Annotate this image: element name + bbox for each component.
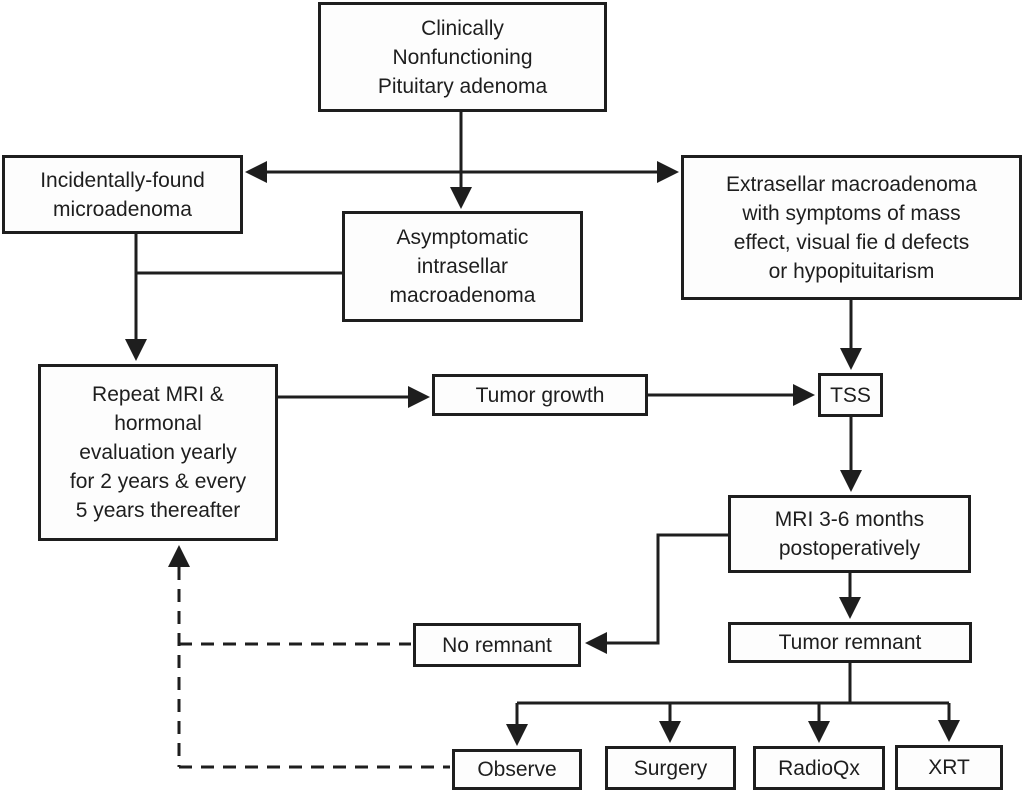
connector-repeatmri-to-tumorgrowth bbox=[278, 386, 430, 408]
connector-dashed-feedback bbox=[168, 545, 450, 769]
arrowhead-right-icon bbox=[793, 384, 815, 406]
node-asymptomatic-intrasellar-macroadenoma: Asymptomatic intrasellar macroadenoma bbox=[342, 211, 583, 322]
node-radioqx: RadioQx bbox=[753, 746, 885, 790]
connector-incidental-to-repeat-mri bbox=[125, 234, 343, 361]
arrowhead-down-icon bbox=[450, 187, 472, 209]
node-repeat-mri-hormonal-evaluation: Repeat MRI & hormonal evaluation yearly … bbox=[38, 364, 278, 541]
arrowhead-left-icon bbox=[245, 161, 267, 183]
arrowhead-down-icon bbox=[506, 724, 528, 746]
connector-mripostop-to-noremnant bbox=[585, 533, 728, 654]
arrowhead-down-icon bbox=[125, 339, 147, 361]
arrowhead-right-icon bbox=[657, 161, 679, 183]
arrowhead-down-icon bbox=[840, 470, 862, 492]
arrowhead-right-icon bbox=[408, 386, 430, 408]
node-incidentally-found-microadenoma: Incidentally-found microadenoma bbox=[2, 155, 243, 234]
arrowhead-down-icon bbox=[808, 721, 830, 743]
connector-tumorremnant-to-options bbox=[506, 663, 960, 746]
connector-tss-to-mripostop bbox=[840, 417, 862, 492]
arrowhead-left-icon bbox=[585, 632, 607, 654]
connector-extrasellar-to-tss bbox=[840, 300, 862, 370]
node-tss: TSS bbox=[818, 373, 883, 417]
arrowhead-up-icon bbox=[168, 545, 190, 567]
arrowhead-down-icon bbox=[659, 721, 681, 743]
node-observe: Observe bbox=[452, 749, 582, 790]
arrowhead-down-icon bbox=[839, 597, 861, 619]
arrowhead-down-icon bbox=[840, 348, 862, 370]
connector-tumorgrowth-to-tss bbox=[648, 384, 815, 406]
connector-mripostop-to-tumorremnant bbox=[839, 573, 861, 619]
connector-top-split bbox=[245, 112, 679, 209]
node-extrasellar-macroadenoma: Extrasellar macroadenoma with symptoms o… bbox=[681, 155, 1022, 300]
node-surgery: Surgery bbox=[605, 746, 736, 790]
node-clinically-nonfunctioning-pituitary-adenoma: Clinically Nonfunctioning Pituitary aden… bbox=[318, 2, 607, 112]
node-xrt: XRT bbox=[895, 745, 1003, 790]
node-tumor-growth: Tumor growth bbox=[432, 374, 648, 416]
node-no-remnant: No remnant bbox=[413, 623, 581, 667]
node-tumor-remnant: Tumor remnant bbox=[728, 622, 972, 663]
arrowhead-down-icon bbox=[938, 720, 960, 742]
node-mri-3-6-months-postoperatively: MRI 3-6 months postoperatively bbox=[728, 495, 971, 573]
